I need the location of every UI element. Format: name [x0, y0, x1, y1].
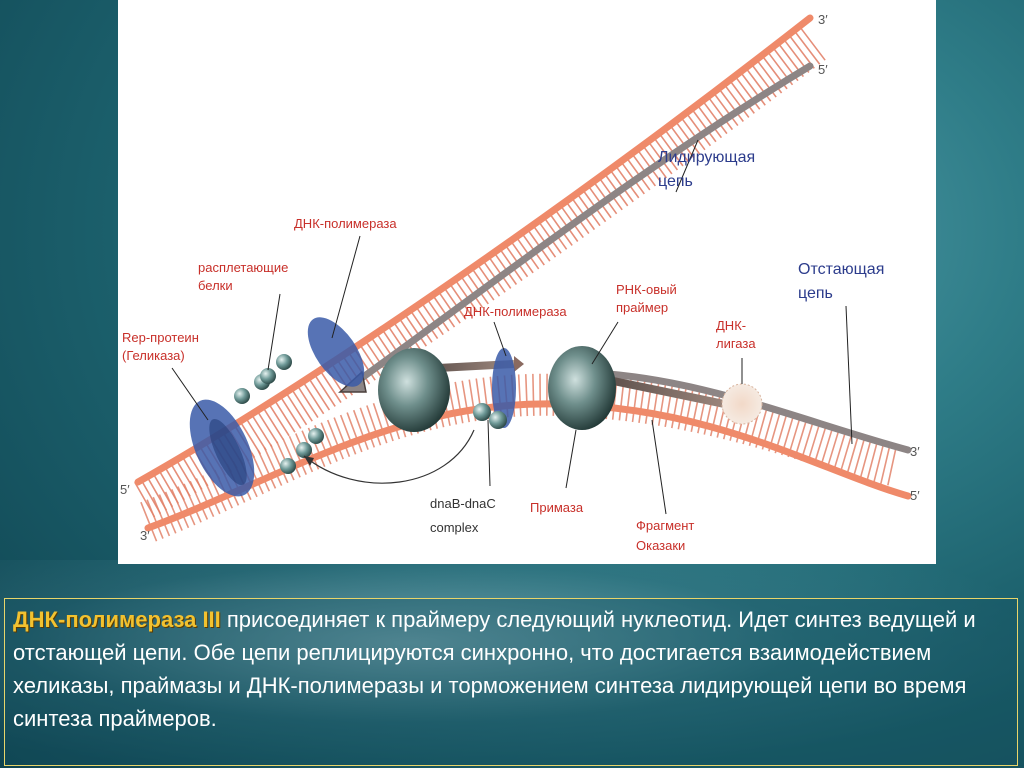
primase-label: Примаза — [530, 500, 584, 515]
ssb-label: белки — [198, 278, 233, 293]
prime-label: 3′ — [140, 528, 150, 543]
return-arrow — [303, 429, 475, 484]
leader-line — [651, 419, 667, 515]
leading-strand-label: Лидирующая — [658, 149, 755, 166]
clamp-disc — [492, 348, 516, 428]
leader-line — [675, 139, 699, 193]
prime-label: 3′ — [910, 444, 920, 459]
dnab-ball — [473, 403, 491, 421]
leading-strand-label: цепь — [658, 173, 693, 190]
lower-orange-strand — [144, 400, 912, 532]
leader-line — [565, 429, 577, 489]
rep-protein-label: Rep-протеин — [122, 330, 199, 345]
ssb-ball — [234, 388, 250, 404]
ssb-ball — [276, 354, 292, 370]
leader-line — [845, 305, 853, 445]
return-arrowhead — [304, 456, 314, 466]
okazaki-label: Оказаки — [636, 538, 685, 553]
dna-ligase — [721, 383, 763, 425]
dnab-dnac-label: complex — [430, 520, 479, 535]
dnab-dnac-label: dnaB-dnaC — [430, 496, 496, 511]
leader-line — [331, 235, 361, 339]
dna-polymerase-top-label: ДНК-полимераза — [294, 216, 397, 231]
okazaki-arrowhead-1 — [514, 356, 524, 372]
leader-line — [267, 293, 281, 371]
dna-ligase-label: лигаза — [716, 336, 756, 351]
rna-primer-label: РНК-овый — [616, 282, 677, 297]
caption-highlight: ДНК-полимераза III — [13, 607, 221, 632]
prime-label: 5′ — [910, 488, 920, 503]
prime-label: 5′ — [120, 482, 130, 497]
ssb-ball — [280, 458, 296, 474]
prime-label: 3′ — [818, 12, 828, 27]
ssb-ball — [296, 442, 312, 458]
background-glow — [0, 560, 1024, 768]
polymerase-core-2 — [548, 346, 616, 430]
dna-polymerase-mid-label: ДНК-полимераза — [464, 304, 567, 319]
dna-ligase-label: ДНК- — [716, 318, 746, 333]
helicase-disc-inner — [209, 418, 247, 486]
lagging-strand-label: Отстающая — [798, 261, 884, 278]
leader-line — [171, 367, 209, 421]
lower-duplex-rungs — [140, 373, 903, 542]
caption-body: присоединяет к праймеру следующий нуклео… — [13, 607, 976, 731]
dnab-ball — [489, 411, 507, 429]
leader-line — [493, 321, 507, 357]
caption-box: ДНК-полимераза III присоединяет к прайме… — [4, 598, 1018, 766]
rep-protein-label: (Геликаза) — [122, 348, 185, 363]
ssb-label: расплетающие — [198, 260, 288, 275]
ssb-ball — [308, 428, 324, 444]
leading-gray-strand — [344, 62, 814, 392]
rna-primer-label: праймер — [616, 300, 668, 315]
prime-label: 5′ — [818, 62, 828, 77]
lagging-strand-label: цепь — [798, 285, 833, 302]
replication-fork-diagram: 3′ 5′ 3′ 5′ 5′ 3′ Лидирующая цепь Отстаю… — [118, 0, 936, 564]
replication-fork-svg: 3′ 5′ 3′ 5′ 5′ 3′ Лидирующая цепь Отстаю… — [120, 12, 920, 553]
ssb-ball — [260, 368, 276, 384]
leader-line — [487, 419, 491, 487]
polymerase-core-1 — [378, 348, 450, 432]
caption-text: ДНК-полимераза III присоединяет к прайме… — [13, 603, 1013, 735]
dna-polymerase-top-disc — [307, 317, 365, 387]
leader-line — [591, 321, 619, 365]
okazaki-label: Фрагмент — [636, 518, 694, 533]
